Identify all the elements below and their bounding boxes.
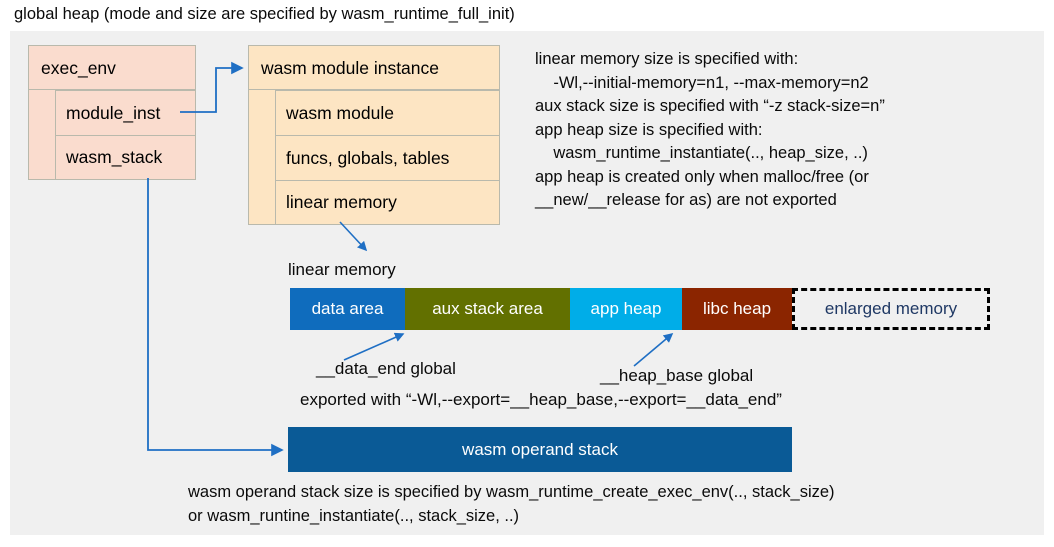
memory-segment-app-heap: app heap — [570, 288, 682, 330]
data-end-annotation: __data_end global — [316, 359, 456, 378]
memory-segment-libc-heap: libc heap — [682, 288, 792, 330]
module-instance-field-wasm-module-label: wasm module — [286, 102, 394, 123]
exec-env-indent-divider — [29, 89, 195, 90]
exec-env-header-label: exec_env — [41, 57, 116, 78]
memory-segment-enlarged-memory: enlarged memory — [792, 288, 990, 330]
exec-env-field-module-inst-label: module_inst — [66, 102, 161, 123]
exec-env-header: exec_env — [29, 46, 195, 90]
wasm-operand-stack-label: wasm operand stack — [462, 439, 618, 459]
exec-env-box: exec_env module_inst wasm_stack — [28, 45, 196, 180]
linear-memory-caption: linear memory — [288, 260, 396, 279]
module-instance-header-label: wasm module instance — [261, 57, 439, 78]
wasm-operand-stack-bar: wasm operand stack — [288, 427, 792, 472]
heap-base-annotation: __heap_base global — [600, 366, 754, 385]
module-instance-indent-col — [249, 90, 276, 224]
exec-env-indent-col — [29, 90, 56, 179]
module-instance-field-linear-memory: linear memory — [275, 180, 499, 224]
module-instance-field-wasm-module: wasm module — [275, 90, 499, 135]
operand-stack-note: wasm operand stack size is specified by … — [188, 483, 835, 525]
export-note: exported with “-Wl,--export=__heap_base,… — [300, 390, 782, 409]
memory-segment-aux-stack-area: aux stack area — [405, 288, 570, 330]
exec-env-field-wasm-stack-label: wasm_stack — [66, 147, 163, 167]
memory-segment-data-area: data area — [290, 288, 405, 330]
memory-segment-data-area-label: data area — [311, 299, 384, 318]
page-title: global heap (mode and size are specified… — [14, 5, 515, 23]
memory-segment-aux-stack-area-label: aux stack area — [432, 299, 543, 318]
memory-segment-app-heap-label: app heap — [590, 299, 662, 318]
memory-segment-libc-heap-label: libc heap — [702, 299, 772, 318]
memory-segment-enlarged-memory-label: enlarged memory — [824, 299, 958, 318]
module-instance-field-linear-memory-label: linear memory — [286, 192, 397, 212]
wasm-module-instance-box: wasm module instance wasm module funcs, … — [248, 45, 500, 225]
exec-env-field-module-inst: module_inst — [55, 90, 195, 135]
module-instance-header-divider — [249, 89, 499, 90]
exec-env-field-wasm-stack: wasm_stack — [55, 135, 195, 179]
linear-memory-note: linear memory size is specified with: -W… — [535, 50, 885, 209]
module-instance-header: wasm module instance — [249, 46, 499, 90]
module-instance-field-funcs-globals-tables-label: funcs, globals, tables — [286, 147, 450, 168]
module-instance-field-funcs-globals-tables: funcs, globals, tables — [275, 135, 499, 180]
